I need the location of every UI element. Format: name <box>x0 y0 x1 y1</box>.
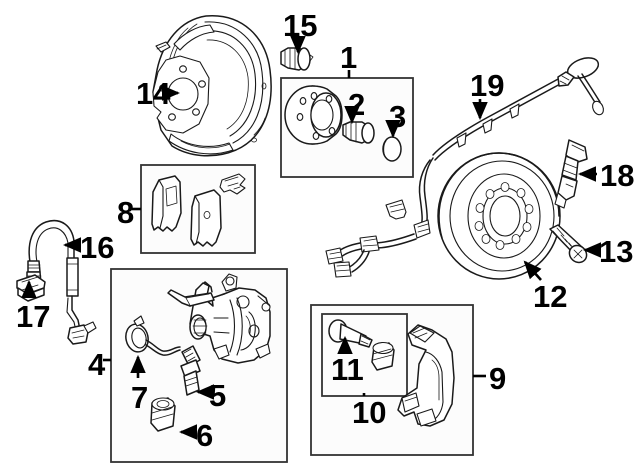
part-caliper-guide-pin <box>180 345 201 396</box>
part-caliper-bracket-group <box>328 319 455 427</box>
callout-number-3: 3 <box>389 99 407 134</box>
leader-lines <box>21 35 602 440</box>
part-hose-retaining-clip <box>16 274 46 302</box>
callout-number-4: 4 <box>88 347 106 382</box>
callout-number-7: 7 <box>131 380 149 415</box>
callout-number-17: 17 <box>16 299 51 334</box>
callout-number-8: 8 <box>117 195 135 230</box>
callout-number-18: 18 <box>600 158 635 193</box>
part-caliper-spring-clip <box>125 315 181 356</box>
part-abs-wheel-speed-sensor <box>554 139 588 209</box>
part-brake-dust-shield-backing-plate <box>152 15 272 157</box>
callout-number-13: 13 <box>599 234 634 269</box>
callout-number-19: 19 <box>470 68 505 103</box>
callout-number-6: 6 <box>196 418 214 453</box>
callout-number-9: 9 <box>489 361 507 396</box>
part-brake-rotor-disc <box>437 152 561 280</box>
callout-number-5: 5 <box>209 378 227 413</box>
callout-number-10: 10 <box>352 395 387 430</box>
part-guide-pin-sleeve <box>371 341 395 371</box>
part-abs-sensor-wiring-harness <box>325 57 604 278</box>
part-caliper-bracket <box>397 324 455 427</box>
callout-number-1: 1 <box>340 40 358 75</box>
callout-number-15: 15 <box>283 8 318 43</box>
callout-number-11: 11 <box>331 352 364 387</box>
part-guide-pin-boot <box>150 397 176 432</box>
part-brake-caliper-group <box>125 273 271 432</box>
leader-12 <box>523 260 542 281</box>
part-rotor-retaining-screw <box>549 224 588 264</box>
callout-number-2: 2 <box>348 87 366 122</box>
callout-number-16: 16 <box>80 230 115 265</box>
callout-number-12: 12 <box>533 279 568 314</box>
part-brake-pad-set <box>151 173 246 247</box>
callout-number-14: 14 <box>136 76 171 111</box>
